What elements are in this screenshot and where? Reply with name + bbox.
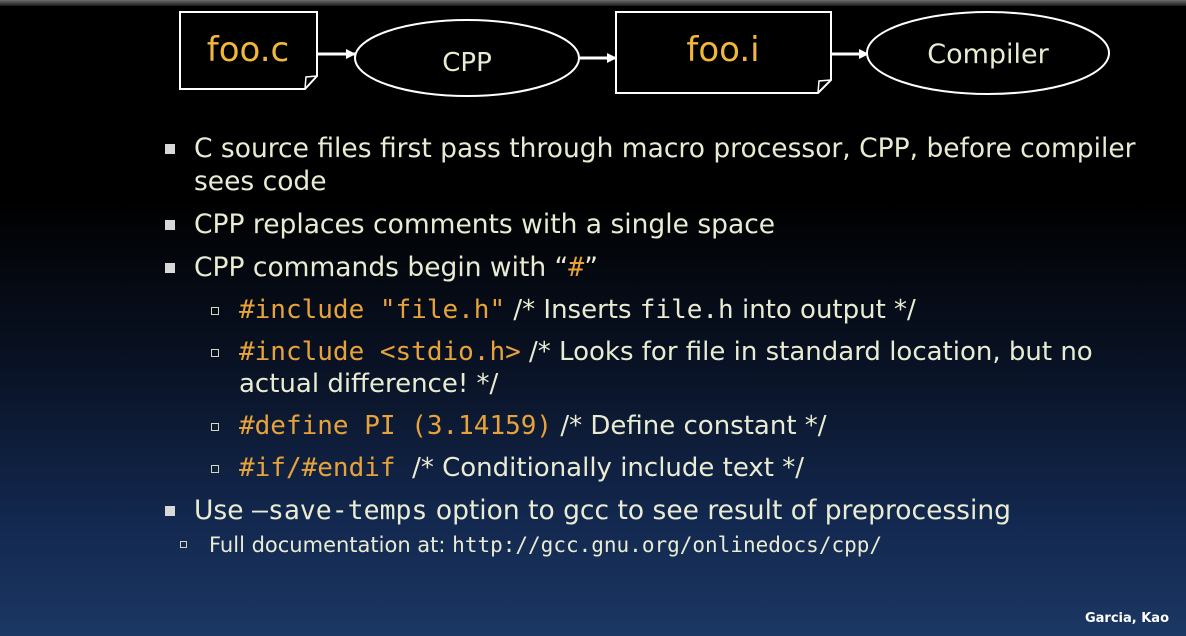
subbullet-documentation: Full documentation at: http://gcc.gnu.or… — [165, 531, 1155, 559]
comment-text: /* Define constant */ — [552, 411, 827, 441]
bullet-text-end: ” — [584, 252, 598, 283]
node-compiler: Compiler — [866, 11, 1110, 95]
square-bullet-icon — [165, 506, 175, 516]
hash-code: # — [568, 252, 585, 283]
node-foo-c: foo.c — [179, 11, 318, 90]
bullet-text: Use — [194, 495, 252, 526]
bullet-text: CPP replaces comments with a single spac… — [194, 209, 776, 240]
subbullet-include-file: #include "file.h" /* Inserts file.h into… — [165, 294, 1155, 326]
bullet-comments: CPP replaces comments with a single spac… — [165, 208, 1155, 241]
node-foo-c-label: foo.c — [207, 30, 289, 70]
subbullet-if-endif: #if/#endif /* Conditionally include text… — [165, 452, 1155, 484]
square-bullet-icon — [165, 220, 175, 230]
code-include-stdio: #include <stdio.h> — [239, 337, 521, 367]
bullet-commands: CPP commands begin with “#” — [165, 251, 1155, 284]
square-bullet-icon — [165, 263, 175, 273]
node-cpp: CPP — [354, 19, 580, 97]
footer-authors: Garcia, Kao — [1084, 611, 1169, 626]
node-foo-i: foo.i — [615, 11, 832, 94]
comment-text: /* Conditionally include text */ — [395, 453, 805, 483]
comment-text-end: into output */ — [733, 295, 916, 325]
bullet-cpp-first-pass: C source files first pass through macro … — [165, 132, 1155, 198]
code-if-endif: #if/#endif — [239, 453, 396, 483]
doc-url: http://gcc.gnu.org/onlinedocs/cpp/ — [452, 533, 883, 557]
code-save-temps: –save-temps — [251, 495, 428, 526]
node-cpp-label: CPP — [442, 48, 492, 78]
bullet-text: C source files first pass through macro … — [194, 133, 1144, 197]
hollow-bullet-icon — [211, 465, 219, 473]
bullet-list: C source files first pass through macro … — [165, 132, 1155, 559]
square-bullet-icon — [165, 144, 175, 154]
hollow-bullet-icon — [211, 349, 219, 357]
code-define: #define PI (3.14159) — [239, 411, 553, 441]
hollow-bullet-icon — [211, 307, 219, 315]
node-foo-i-label: foo.i — [686, 30, 759, 70]
subbullet-define: #define PI (3.14159) /* Define constant … — [165, 410, 1155, 442]
hollow-bullet-icon — [211, 423, 219, 431]
hollow-bullet-icon — [180, 541, 187, 548]
node-compiler-label: Compiler — [927, 39, 1049, 70]
bullet-text: CPP commands begin with “ — [194, 252, 569, 283]
top-rule — [0, 0, 1186, 6]
bullet-save-temps: Use –save-temps option to gcc to see res… — [165, 494, 1155, 527]
flow-diagram: foo.c CPP foo.i Compiler — [179, 11, 1110, 97]
comment-text: /* Looks for file in standard location, … — [239, 337, 1101, 399]
code-file-h: file.h — [639, 295, 734, 325]
code-include-file: #include "file.h" — [239, 295, 506, 325]
bullet-text-end: option to gcc to see result of preproces… — [427, 495, 1011, 526]
comment-text: /* Inserts — [505, 295, 640, 325]
subbullet-include-stdio: #include <stdio.h> /* Looks for file in … — [165, 336, 1155, 400]
doc-text: Full documentation at: — [209, 533, 453, 557]
